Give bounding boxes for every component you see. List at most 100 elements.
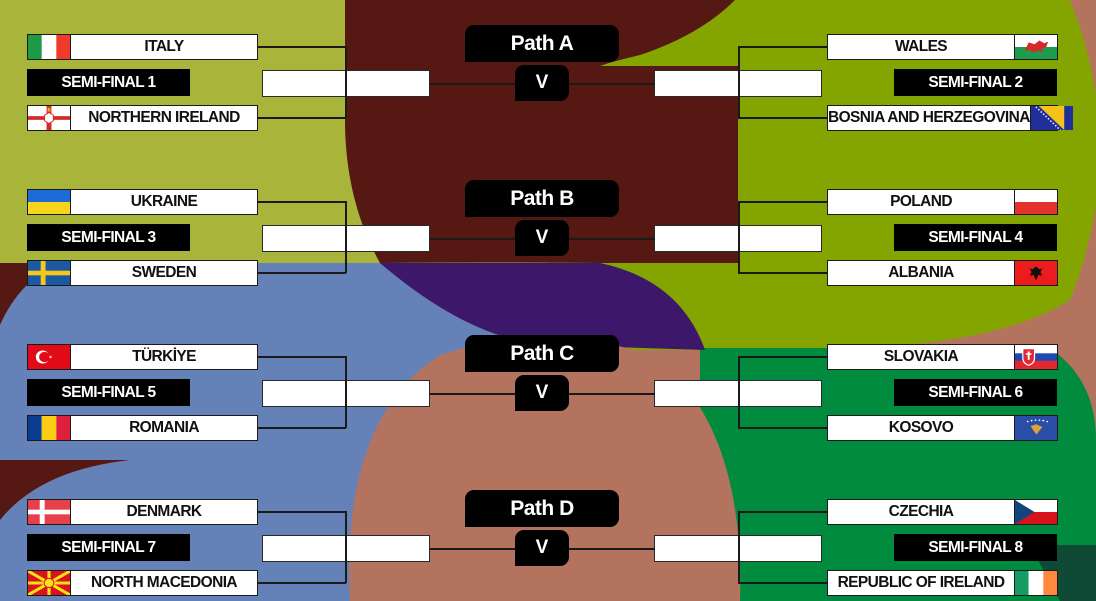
semi-final-text: SEMI-FINAL 2 [928, 73, 1023, 91]
team-name: DENMARK [126, 503, 202, 520]
team-slot: ITALY [27, 34, 258, 60]
italy-flag-icon [28, 35, 71, 59]
path-badge-path-c: Path C [465, 335, 619, 372]
semi-final-text: SEMI-FINAL 1 [61, 73, 156, 91]
semi-final-text: SEMI-FINAL 5 [61, 383, 156, 401]
team-name: ALBANIA [888, 264, 954, 281]
semi-final-label: SEMI-FINAL 3 [27, 224, 190, 251]
team-slot: POLAND [827, 189, 1058, 215]
team-slot: DENMARK [27, 499, 258, 525]
bracket-connector [258, 46, 346, 48]
team-name: UKRAINE [130, 193, 198, 210]
path-badge-path-b: Path B [465, 180, 619, 217]
path-badge-path-a: Path A [465, 25, 619, 62]
bracket-connector [738, 201, 828, 203]
team-slot: BOSNIA AND HERZEGOVINA [827, 105, 1073, 131]
team-name: ITALY [144, 38, 184, 55]
bg-purple [380, 263, 705, 350]
path-label: Path A [510, 31, 574, 55]
versus-text: V [535, 72, 549, 93]
bracket-connector [569, 548, 655, 550]
kosovo-flag-icon [1014, 416, 1057, 440]
wales-flag-icon [1014, 35, 1057, 59]
team-name: KOSOVO [888, 419, 954, 436]
bracket-connector [345, 201, 347, 273]
czechia-flag-icon [1014, 500, 1057, 524]
bracket-connector [258, 117, 346, 119]
northern-ireland-flag-icon [28, 106, 71, 130]
bracket-connector [430, 548, 516, 550]
versus-badge: V [515, 530, 569, 566]
path-label: Path B [510, 186, 574, 210]
bg-maroon-sweep-2 [0, 460, 130, 520]
bracket-connector [258, 582, 346, 584]
bracket-connector [738, 511, 740, 583]
turkiye-flag-icon [28, 345, 71, 369]
versus-text: V [535, 227, 549, 248]
semi-final-text: SEMI-FINAL 4 [928, 228, 1023, 246]
bracket-connector [738, 582, 828, 584]
semi-final-label: SEMI-FINAL 5 [27, 379, 190, 406]
team-name: CZECHIA [888, 503, 954, 520]
team-slot: SWEDEN [27, 260, 258, 286]
north-macedonia-flag-icon [28, 571, 71, 595]
bracket-connector [738, 427, 828, 429]
team-name: POLAND [890, 193, 952, 210]
bracket-connector [258, 511, 346, 513]
bracket-connector [738, 46, 740, 118]
bracket-connector [430, 393, 516, 395]
bracket-connector [738, 117, 828, 119]
team-name: SWEDEN [131, 264, 197, 281]
romania-flag-icon [28, 416, 71, 440]
bracket-connector [258, 272, 346, 274]
bracket-connector [345, 46, 347, 118]
team-slot: NORTHERN IRELAND [27, 105, 258, 131]
bracket-connector [569, 238, 655, 240]
team-name: TÜRKİYE [132, 348, 196, 365]
bg-maroon-sweep-1 [0, 263, 60, 325]
semi-final-text: SEMI-FINAL 3 [61, 228, 156, 246]
semi-final-text: SEMI-FINAL 7 [61, 538, 156, 556]
team-slot: NORTH MACEDONIA [27, 570, 258, 596]
team-name: BOSNIA AND HERZEGOVINA [828, 109, 1030, 126]
bosnia-flag-icon [1029, 106, 1073, 130]
semi-final-label: SEMI-FINAL 4 [894, 224, 1057, 251]
team-slot: TÜRKİYE [27, 344, 258, 370]
bracket-connector [430, 238, 516, 240]
poland-flag-icon [1014, 190, 1057, 214]
team-slot: UKRAINE [27, 189, 258, 215]
team-slot: WALES [827, 34, 1058, 60]
bracket-connector [738, 46, 828, 48]
team-slot: CZECHIA [827, 499, 1058, 525]
bracket-connector [258, 201, 346, 203]
team-slot: ROMANIA [27, 415, 258, 441]
team-name: NORTH MACEDONIA [91, 574, 238, 591]
team-slot: ALBANIA [827, 260, 1058, 286]
albania-flag-icon [1014, 261, 1057, 285]
bg-terracotta-center [349, 337, 741, 601]
bracket-connector [738, 356, 828, 358]
bracket-connector [738, 272, 828, 274]
bracket-connector [738, 356, 740, 428]
semi-final-label: SEMI-FINAL 1 [27, 69, 190, 96]
versus-badge: V [515, 65, 569, 101]
semi-final-text: SEMI-FINAL 8 [928, 538, 1023, 556]
bracket-connector [738, 511, 828, 513]
path-badge-path-d: Path D [465, 490, 619, 527]
semi-final-label: SEMI-FINAL 7 [27, 534, 190, 561]
sweden-flag-icon [28, 261, 71, 285]
team-name: SLOVAKIA [883, 348, 959, 365]
versus-text: V [535, 382, 549, 403]
semi-final-label: SEMI-FINAL 2 [894, 69, 1057, 96]
ireland-flag-icon [1014, 571, 1057, 595]
versus-text: V [535, 537, 549, 558]
semi-final-text: SEMI-FINAL 6 [928, 383, 1023, 401]
denmark-flag-icon [28, 500, 71, 524]
semi-final-label: SEMI-FINAL 8 [894, 534, 1057, 561]
bracket-connector [345, 511, 347, 583]
path-label: Path D [510, 496, 574, 520]
team-slot: REPUBLIC OF IRELAND [827, 570, 1058, 596]
bracket-connector [569, 393, 655, 395]
bg-maroon-center [345, 0, 738, 263]
